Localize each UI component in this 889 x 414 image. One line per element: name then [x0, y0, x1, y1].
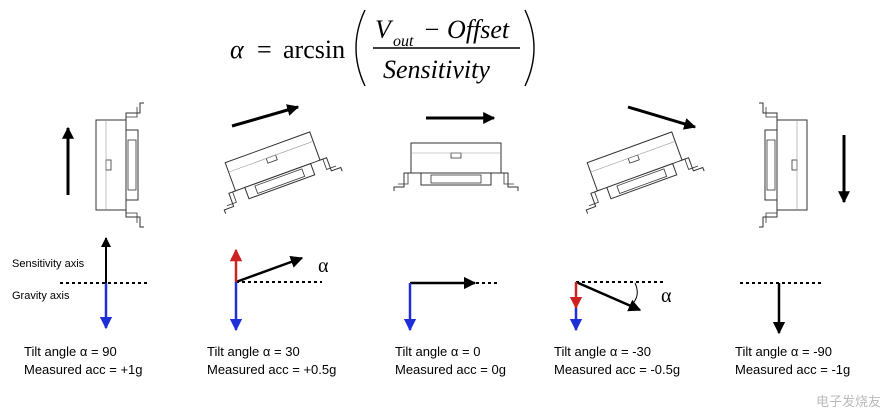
formula-numerator-sub: out: [393, 33, 414, 50]
panel-1-caption: Tilt angle α = 90 Measured acc = +1g: [24, 343, 143, 379]
panel-5-acc: Measured acc = -1g: [735, 362, 851, 377]
panel-4-alpha-label: α: [661, 285, 672, 307]
panel-2-caption: Tilt angle α = 30 Measured acc = +0.5g: [207, 343, 336, 379]
panel-2-motion-arrow: [231, 104, 300, 128]
formula-right-paren: [524, 9, 535, 87]
arcsin-formula: α = arcsin V out − Offset Sensitivity: [230, 9, 535, 87]
panel-5-tilt: Tilt angle α = -90: [735, 344, 832, 359]
formula-numerator-v: V: [375, 15, 394, 44]
panel-1-acc: Measured acc = +1g: [24, 362, 143, 377]
formula-denominator: Sensitivity: [383, 55, 490, 84]
panel-2-acc: Measured acc = +0.5g: [207, 362, 337, 377]
panel-2-alpha-label: α: [318, 255, 329, 277]
panel-5-caption: Tilt angle α = -90 Measured acc = -1g: [735, 343, 850, 379]
panel-2-sensitivity-arrow: [235, 255, 304, 284]
panel-4-sensitivity-arrow: [575, 280, 642, 312]
formula-alpha: α: [230, 35, 245, 64]
formula-arcsin: arcsin: [283, 35, 345, 64]
panel-2-tilt: Tilt angle α = 30: [207, 344, 300, 359]
panel-4-acc: Measured acc = -0.5g: [554, 362, 681, 377]
panel-4-caption: Tilt angle α = -30 Measured acc = -0.5g: [554, 343, 680, 379]
panel-3-device: [393, 142, 519, 192]
formula-equals: =: [257, 35, 272, 64]
formula-numerator-rest: − Offset: [423, 15, 510, 44]
panel-4-angle-arc: [633, 282, 638, 303]
panel-5-device: [758, 102, 808, 228]
panel-4-motion-arrow: [627, 105, 697, 130]
formula-left-paren: [355, 9, 366, 87]
panel-4-tilt: Tilt angle α = -30: [554, 344, 651, 359]
gravity-axis-label: Gravity axis: [12, 290, 70, 302]
watermark: 电子发烧友: [815, 395, 881, 410]
sensitivity-axis-label: Sensitivity axis: [12, 258, 85, 270]
panel-2-device: [208, 125, 343, 215]
panel-3-caption: Tilt angle α = 0 Measured acc = 0g: [395, 343, 506, 379]
panel-4-device: [570, 125, 705, 215]
panel-3-acc: Measured acc = 0g: [395, 362, 506, 377]
panel-3-tilt: Tilt angle α = 0: [395, 344, 481, 359]
panel-1-tilt: Tilt angle α = 90: [24, 344, 117, 359]
panel-1-device: [95, 102, 145, 228]
